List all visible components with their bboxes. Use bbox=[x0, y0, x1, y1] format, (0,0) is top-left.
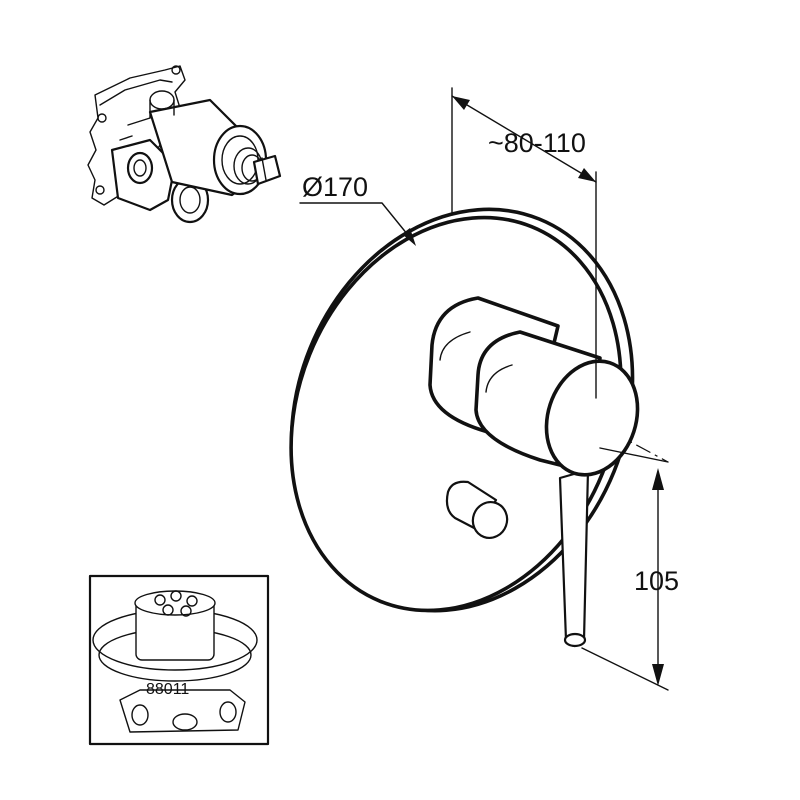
part-number-label: 88011 bbox=[146, 681, 189, 698]
height-dimension: 105 bbox=[581, 447, 679, 691]
height-label: 105 bbox=[634, 566, 679, 596]
rough-in-inset: 88011 bbox=[88, 574, 270, 746]
diameter-label: Ø170 bbox=[302, 172, 368, 202]
diverter-knob bbox=[445, 480, 509, 539]
diameter-dimension: Ø170 bbox=[299, 172, 416, 246]
projection-label: ~80-110 bbox=[488, 128, 586, 158]
concealed-valve-body bbox=[87, 65, 282, 224]
projection-dimension: ~80-110 bbox=[451, 87, 597, 399]
lever-handle bbox=[558, 468, 590, 648]
main-cylinder-handle bbox=[428, 296, 640, 477]
